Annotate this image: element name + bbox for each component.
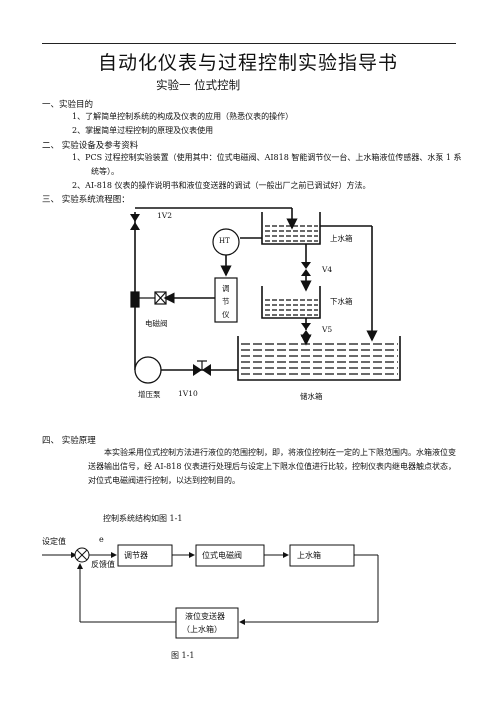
label-1v10: 1V10 [178,389,198,398]
sec2-item-2: 2、AI-818 仪表的操作说明书和液位变送器的调试（一般出厂之前已调试好）方法… [72,181,371,190]
sec1-item-2: 2、掌握简单过程控制的原理及仪表使用 [72,126,214,135]
label-lower-tank: 下水箱 [330,297,353,306]
valve-1v10-icon [193,360,211,376]
controller-char-2: 节 [222,297,230,306]
sec1-item-1: 1、了解简单控制系统的构成及仪表的应用（熟悉仪表的操作） [72,112,294,121]
document-title: 自动化仪表与过程控制实验指导书 [97,52,398,74]
figure-caption: 图 1-1 [171,651,195,660]
solenoid-valve-icon [130,291,167,308]
controller-box [214,277,238,323]
level-transmitter-ht-icon [212,228,240,256]
section-4-heading: 四、 实验原理 [42,436,96,446]
label-feedback: 反馈值 [91,560,115,569]
label-solenoid: 电磁阀 [145,319,168,328]
sec2-item-1-line-2: 统等）。 [91,167,119,176]
section-3-heading: 三、 实验系统流程图： [42,195,130,205]
block-controller: 调节器 [124,551,148,560]
block-valve: 位式电磁阀 [202,551,242,560]
sec2-item-1-line-1: 1、PCS 过程控制实验装置（使用其中：位式电磁阀、AI818 智能调节仪一台、… [72,153,462,162]
experiment-subtitle: 实验一 位式控制 [156,78,241,92]
block-transmitter-line-1: 液位变送器 [185,612,225,621]
label-upper-tank: 上水箱 [330,234,353,243]
valve-1v2-icon [130,214,140,230]
controller-char-3: 仪 [222,310,230,319]
block-tank: 上水箱 [297,551,321,560]
header-rule [42,43,456,44]
block-transmitter-line-2: （上水箱） [182,625,222,634]
section-1-heading: 一、实验目的 [42,100,94,110]
booster-pump-icon [134,356,162,384]
label-1v2: 1V2 [157,211,172,220]
valve-v5-icon [301,323,311,337]
label-ht: HT [219,237,230,245]
controller-char-1: 调 [222,284,230,293]
label-v5: V5 [322,325,333,334]
section-2-heading: 二、 实验设备及参考资料 [42,141,139,151]
label-v4: V4 [322,265,333,274]
label-setpoint: 设定值 [42,537,66,546]
label-storage-tank: 储水箱 [300,392,323,401]
block-diagram-caption: 控制系统结构如图 1-1 [103,514,183,523]
label-pump: 增压泵 [138,390,161,399]
valve-v4-icon [301,262,311,276]
sec4-line-3: 对位式电磁阀进行控制，以达到控制目的。 [88,476,240,485]
label-error: e [99,535,104,544]
sec4-line-1: 本实验采用位式控制方法进行液位的范围控制，即，将液位控制在一定的上下限范围内。水… [104,448,456,457]
sec4-line-2: 送器输出信号，经 AI-818 仪表进行处理后与设定上下限水位值进行比较，控制仪… [88,462,456,471]
